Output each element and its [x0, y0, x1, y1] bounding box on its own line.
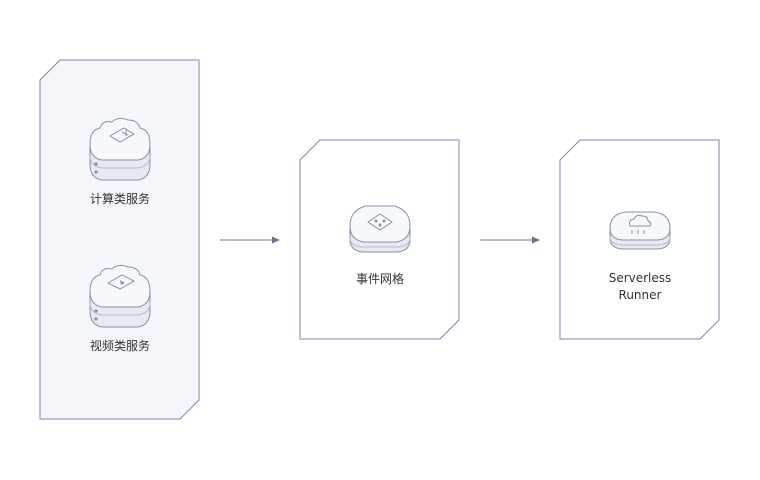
video-server-icon	[89, 264, 151, 328]
serverless-runner-label: Serverless Runner	[580, 270, 700, 304]
event-mesh-icon	[349, 205, 411, 253]
serverless-runner-label-line1: Serverless	[608, 271, 672, 285]
compute-server-icon	[89, 117, 151, 181]
services-group-container	[39, 59, 200, 420]
serverless-runner-label-line2: Runner	[618, 288, 662, 302]
video-service-label: 视频类服务	[89, 339, 150, 353]
cloud-server-icon	[609, 211, 671, 250]
event-mesh-label: 事件网格	[355, 272, 404, 286]
compute-service-label: 计算类服务	[89, 192, 150, 206]
